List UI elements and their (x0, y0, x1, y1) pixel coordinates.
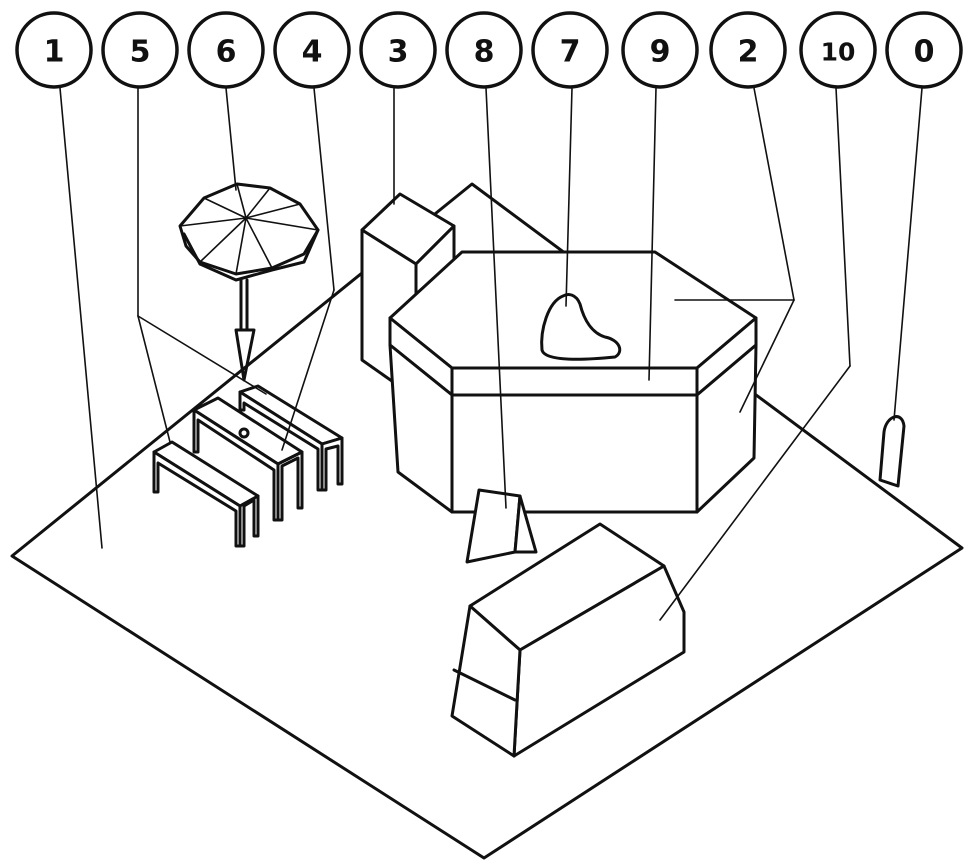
svg-text:5: 5 (130, 35, 151, 70)
down-arrow (234, 278, 256, 382)
callout-4: 4 (273, 11, 351, 89)
bench-set (152, 384, 344, 548)
callout-7: 7 (531, 11, 609, 89)
svg-text:4: 4 (302, 35, 323, 70)
svg-text:9: 9 (650, 35, 671, 70)
hexagonal-counter (388, 250, 758, 514)
counter-wall-right (695, 343, 758, 514)
callout-3: 3 (359, 11, 437, 89)
callout-5: 5 (101, 11, 179, 89)
svg-text:2: 2 (738, 35, 759, 70)
blob-object (540, 293, 622, 361)
svg-text:10: 10 (821, 38, 856, 67)
umbrella (178, 182, 320, 382)
svg-text:0: 0 (914, 35, 935, 70)
callout-8: 8 (445, 11, 523, 89)
svg-text:1: 1 (44, 35, 65, 70)
svg-text:7: 7 (560, 35, 581, 70)
svg-text:8: 8 (474, 35, 495, 70)
callout-9: 9 (621, 11, 699, 89)
leader-lines (59, 87, 923, 621)
callout-6: 6 (187, 11, 265, 89)
callout-2: 2 (709, 11, 787, 89)
counter-band-front (450, 366, 699, 397)
callout-10: 10 (799, 11, 877, 89)
svg-text:6: 6 (216, 35, 237, 70)
callout-0: 0 (885, 11, 963, 89)
chest-freezer (450, 522, 686, 758)
svg-text:3: 3 (388, 35, 409, 70)
small-standing-figure (878, 415, 906, 488)
callout-1: 1 (15, 11, 93, 89)
